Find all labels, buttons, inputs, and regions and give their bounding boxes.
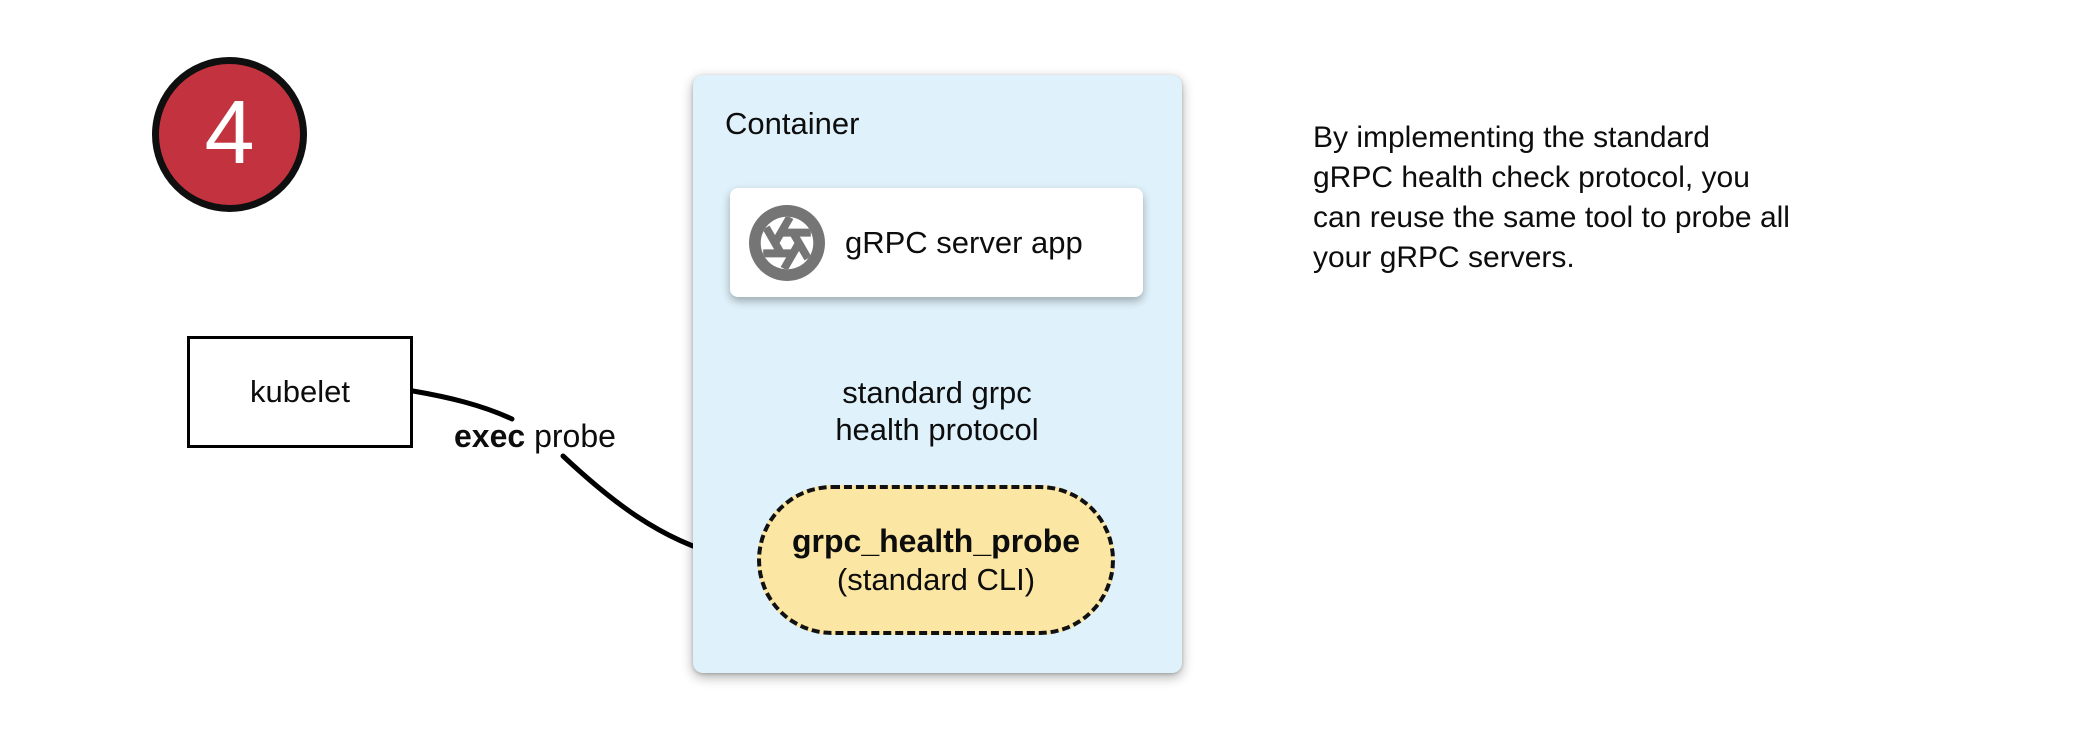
exec-probe-label: exec probe (454, 418, 616, 455)
exec-probe-edge-segment-1 (410, 388, 515, 422)
container-box: Container gRPC server app standard grpc (693, 75, 1182, 673)
container-title: Container (725, 106, 860, 141)
protocol-edge-label-line1: standard grpc (842, 375, 1032, 410)
aperture-icon (749, 204, 825, 281)
grpc-health-probe-pill: grpc_health_probe (standard CLI) (757, 485, 1115, 635)
annotation-text: By implementing the standard gRPC health… (1313, 118, 1790, 278)
protocol-edge-label-line2: health protocol (835, 412, 1039, 447)
grpc-server-app-box: gRPC server app (730, 188, 1143, 297)
annotation-line: your gRPC servers. (1313, 241, 1575, 274)
annotation-line: can reuse the same tool to probe all (1313, 201, 1790, 234)
kubelet-box: kubelet (187, 336, 413, 448)
exec-probe-label-bold: exec (454, 418, 526, 454)
grpc-server-app-label: gRPC server app (845, 224, 1083, 260)
kubelet-label: kubelet (250, 374, 350, 409)
exec-probe-label-rest: probe (534, 418, 616, 454)
grpc-health-probe-subtitle: (standard CLI) (836, 561, 1036, 597)
grpc-health-probe-name: grpc_health_probe (791, 522, 1081, 559)
step-number: 4 (204, 82, 255, 183)
step-badge: 4 (152, 57, 307, 212)
annotation-line: gRPC health check protocol, you (1313, 161, 1750, 194)
protocol-edge-label: standard grpc health protocol (787, 374, 1087, 448)
annotation-line: By implementing the standard (1313, 121, 1710, 154)
